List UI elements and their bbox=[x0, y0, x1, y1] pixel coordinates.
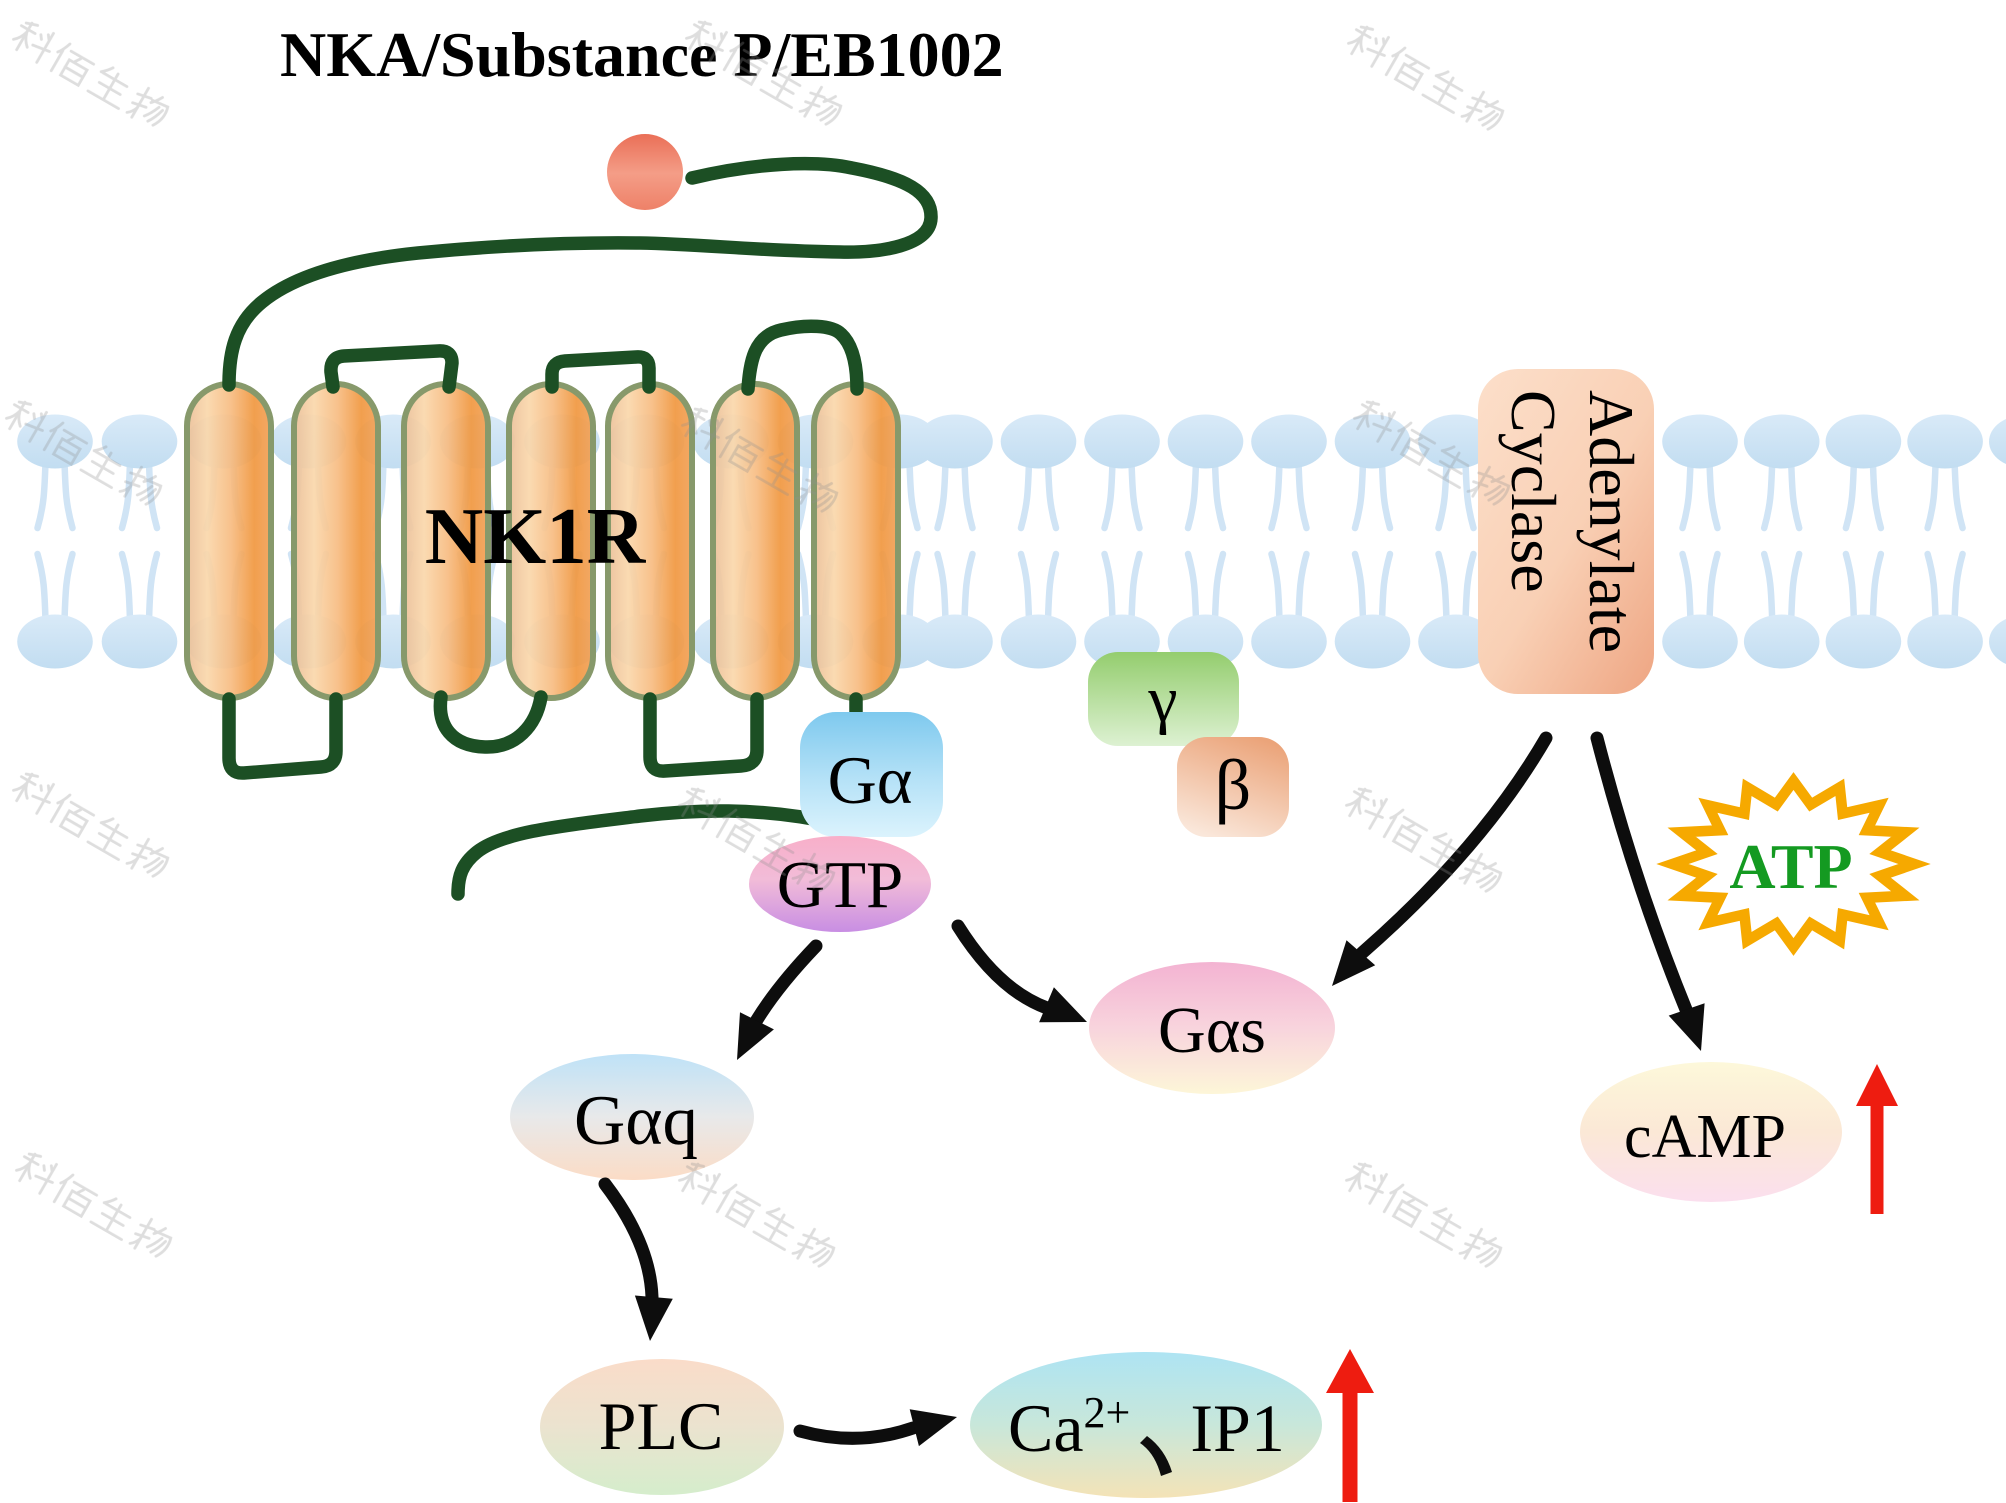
svg-text:γ: γ bbox=[1147, 663, 1177, 736]
svg-text:ATP: ATP bbox=[1729, 831, 1852, 902]
svg-text:GTP: GTP bbox=[777, 848, 904, 922]
svg-text:Gαs: Gαs bbox=[1158, 994, 1266, 1067]
svg-text:Cyclase: Cyclase bbox=[1498, 390, 1569, 593]
svg-text:Gα: Gα bbox=[828, 742, 913, 818]
svg-text:Gαq: Gαq bbox=[574, 1082, 698, 1160]
svg-text:β: β bbox=[1215, 745, 1252, 825]
svg-text:NK1R: NK1R bbox=[425, 491, 647, 581]
svg-text:NKA/Substance P/EB1002: NKA/Substance P/EB1002 bbox=[280, 19, 1004, 90]
svg-text:Adenylate: Adenylate bbox=[1576, 390, 1647, 653]
svg-text:PLC: PLC bbox=[599, 1388, 724, 1464]
svg-text:cAMP: cAMP bbox=[1624, 1103, 1786, 1171]
